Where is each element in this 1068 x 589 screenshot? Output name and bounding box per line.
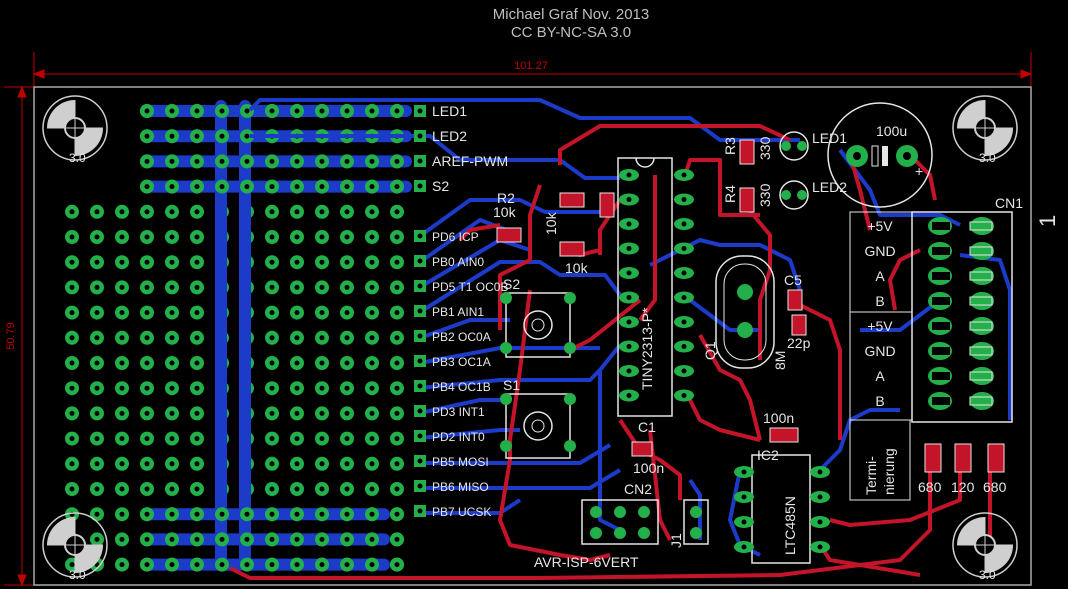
termination-label-2: nierung [881, 448, 897, 495]
header-pin-label: PD5 T1 OC0B [432, 280, 508, 294]
s2-label: S2 [503, 276, 520, 292]
ic2-ltc485: IC2 LTC485N [734, 447, 830, 564]
cn1-terminal-label: B [875, 393, 884, 409]
cn1-terminal-label: GND [864, 243, 895, 259]
mounting-hole: 3.0 [952, 512, 1018, 582]
term-r1-value: 680 [918, 479, 942, 495]
crystal-q1: Q1 8M [702, 255, 788, 370]
header-pin-label: PD6 ICP [432, 230, 479, 244]
led2: LED2 [779, 179, 847, 210]
led2-label: LED2 [812, 179, 847, 195]
c5-label: C5 [784, 272, 802, 288]
term-r2-value: 120 [951, 479, 975, 495]
mounting-hole: 3.0 [42, 95, 108, 165]
header-pin-label: PB5 MOSI [432, 455, 489, 469]
width-dimension [32, 52, 1033, 86]
perfboard-grid [65, 104, 404, 572]
cn1-terminal-label: +5V [867, 218, 893, 234]
cap-100u-label: 100u [876, 123, 907, 139]
c1-label: C1 [638, 419, 656, 435]
cn1-label: CN1 [995, 195, 1023, 211]
s1-label: S1 [503, 377, 520, 393]
header-pin-label: PB7 UCSK [432, 505, 491, 519]
r2-value: 10k [493, 204, 517, 220]
mounting-hole-label: 3.0 [69, 568, 86, 582]
header-pin-label: PD3 INT1 [432, 405, 485, 419]
r-10k-c: 10k [565, 260, 589, 276]
mounting-hole-label: 3.0 [979, 151, 996, 165]
cn2-value: AVR-ISP-6VERT [534, 554, 639, 570]
header-pin-label: PB6 MISO [432, 480, 489, 494]
bus-strips [215, 100, 251, 568]
cn2-label: CN2 [624, 481, 652, 497]
r-10k-b: 10k [543, 211, 559, 235]
cn1-terminal-label: A [875, 268, 885, 284]
switch-s1: S1 [500, 377, 576, 459]
term-r3-value: 680 [983, 479, 1007, 495]
header-pin-label: LED2 [432, 128, 467, 144]
mounting-holes: 3.0 3.0 3.0 3.0 [42, 95, 1018, 582]
mounting-hole: 3.0 [952, 95, 1018, 165]
header-pin-label: PB1 AIN1 [432, 305, 484, 319]
r2-label: R2 [497, 190, 515, 206]
top-copper [229, 124, 1002, 580]
mounting-hole-label: 3.0 [979, 568, 996, 582]
smd-parts [496, 139, 1005, 473]
led1: LED1 [779, 130, 847, 161]
termination-block: Termi- nierung 680 120 680 [849, 419, 1007, 501]
cn1-terminal-label: A [875, 368, 885, 384]
led1-label: LED1 [812, 130, 847, 146]
cap-100u: + 100u [827, 102, 933, 208]
crystal-value: 8M [772, 351, 788, 370]
termination-label-1: Termi- [863, 456, 879, 495]
header-pin-label: PD2 INT0 [432, 430, 485, 444]
header-pin-label: LED1 [432, 103, 467, 119]
board-outline [33, 86, 1032, 586]
ic2-label: IC2 [757, 447, 779, 463]
j1-label: J1 [668, 533, 684, 548]
mounting-hole-label: 3.0 [69, 151, 86, 165]
switch-s2: S2 [500, 276, 576, 358]
cn1-terminal-label: GND [864, 343, 895, 359]
r4-label: R4 [722, 185, 738, 203]
r3-value: 330 [757, 136, 773, 160]
jumper-j1: J1 [668, 499, 709, 548]
header-pin-label: PB3 OC1A [432, 355, 491, 369]
height-dimension-label: 50.79 [5, 322, 17, 350]
r4-value: 330 [757, 183, 773, 207]
width-dimension-label: 101.27 [514, 60, 548, 72]
c3-value: 100n [763, 410, 794, 426]
ic1-value: TINY2313-P* [639, 307, 655, 390]
mounting-hole: 3.0 [42, 512, 108, 582]
header-pin-label: S2 [432, 178, 449, 194]
header-pin-label: AREF-PWM [432, 153, 508, 169]
c1-value: 100n [633, 460, 664, 476]
author-line: Michael Graf Nov. 2013 [493, 6, 649, 23]
header-pin-label: PB4 OC1B [432, 380, 491, 394]
height-dimension [4, 85, 34, 587]
cn1-terminal-label: +5V [867, 318, 893, 334]
c5-value: 22p [787, 335, 811, 351]
cn2-isp-header: CN2 AVR-ISP-6VERT [534, 481, 659, 570]
strip-rows [140, 104, 412, 572]
ic1-tiny2313: TINY2313-P* [617, 157, 694, 417]
ic2-value: LTC485N [782, 496, 798, 555]
header-pin-label: PB2 OC0A [432, 330, 491, 344]
crystal-label: Q1 [702, 341, 718, 360]
license-line: CC BY-NC-SA 3.0 [511, 24, 631, 41]
r3-label: R3 [722, 137, 738, 155]
cn1-pin1-label: 1 [1035, 215, 1060, 227]
svg-text:+: + [915, 163, 923, 179]
header-pin-label: PB0 AIN0 [432, 255, 484, 269]
cn1-terminal-label: B [875, 293, 884, 309]
